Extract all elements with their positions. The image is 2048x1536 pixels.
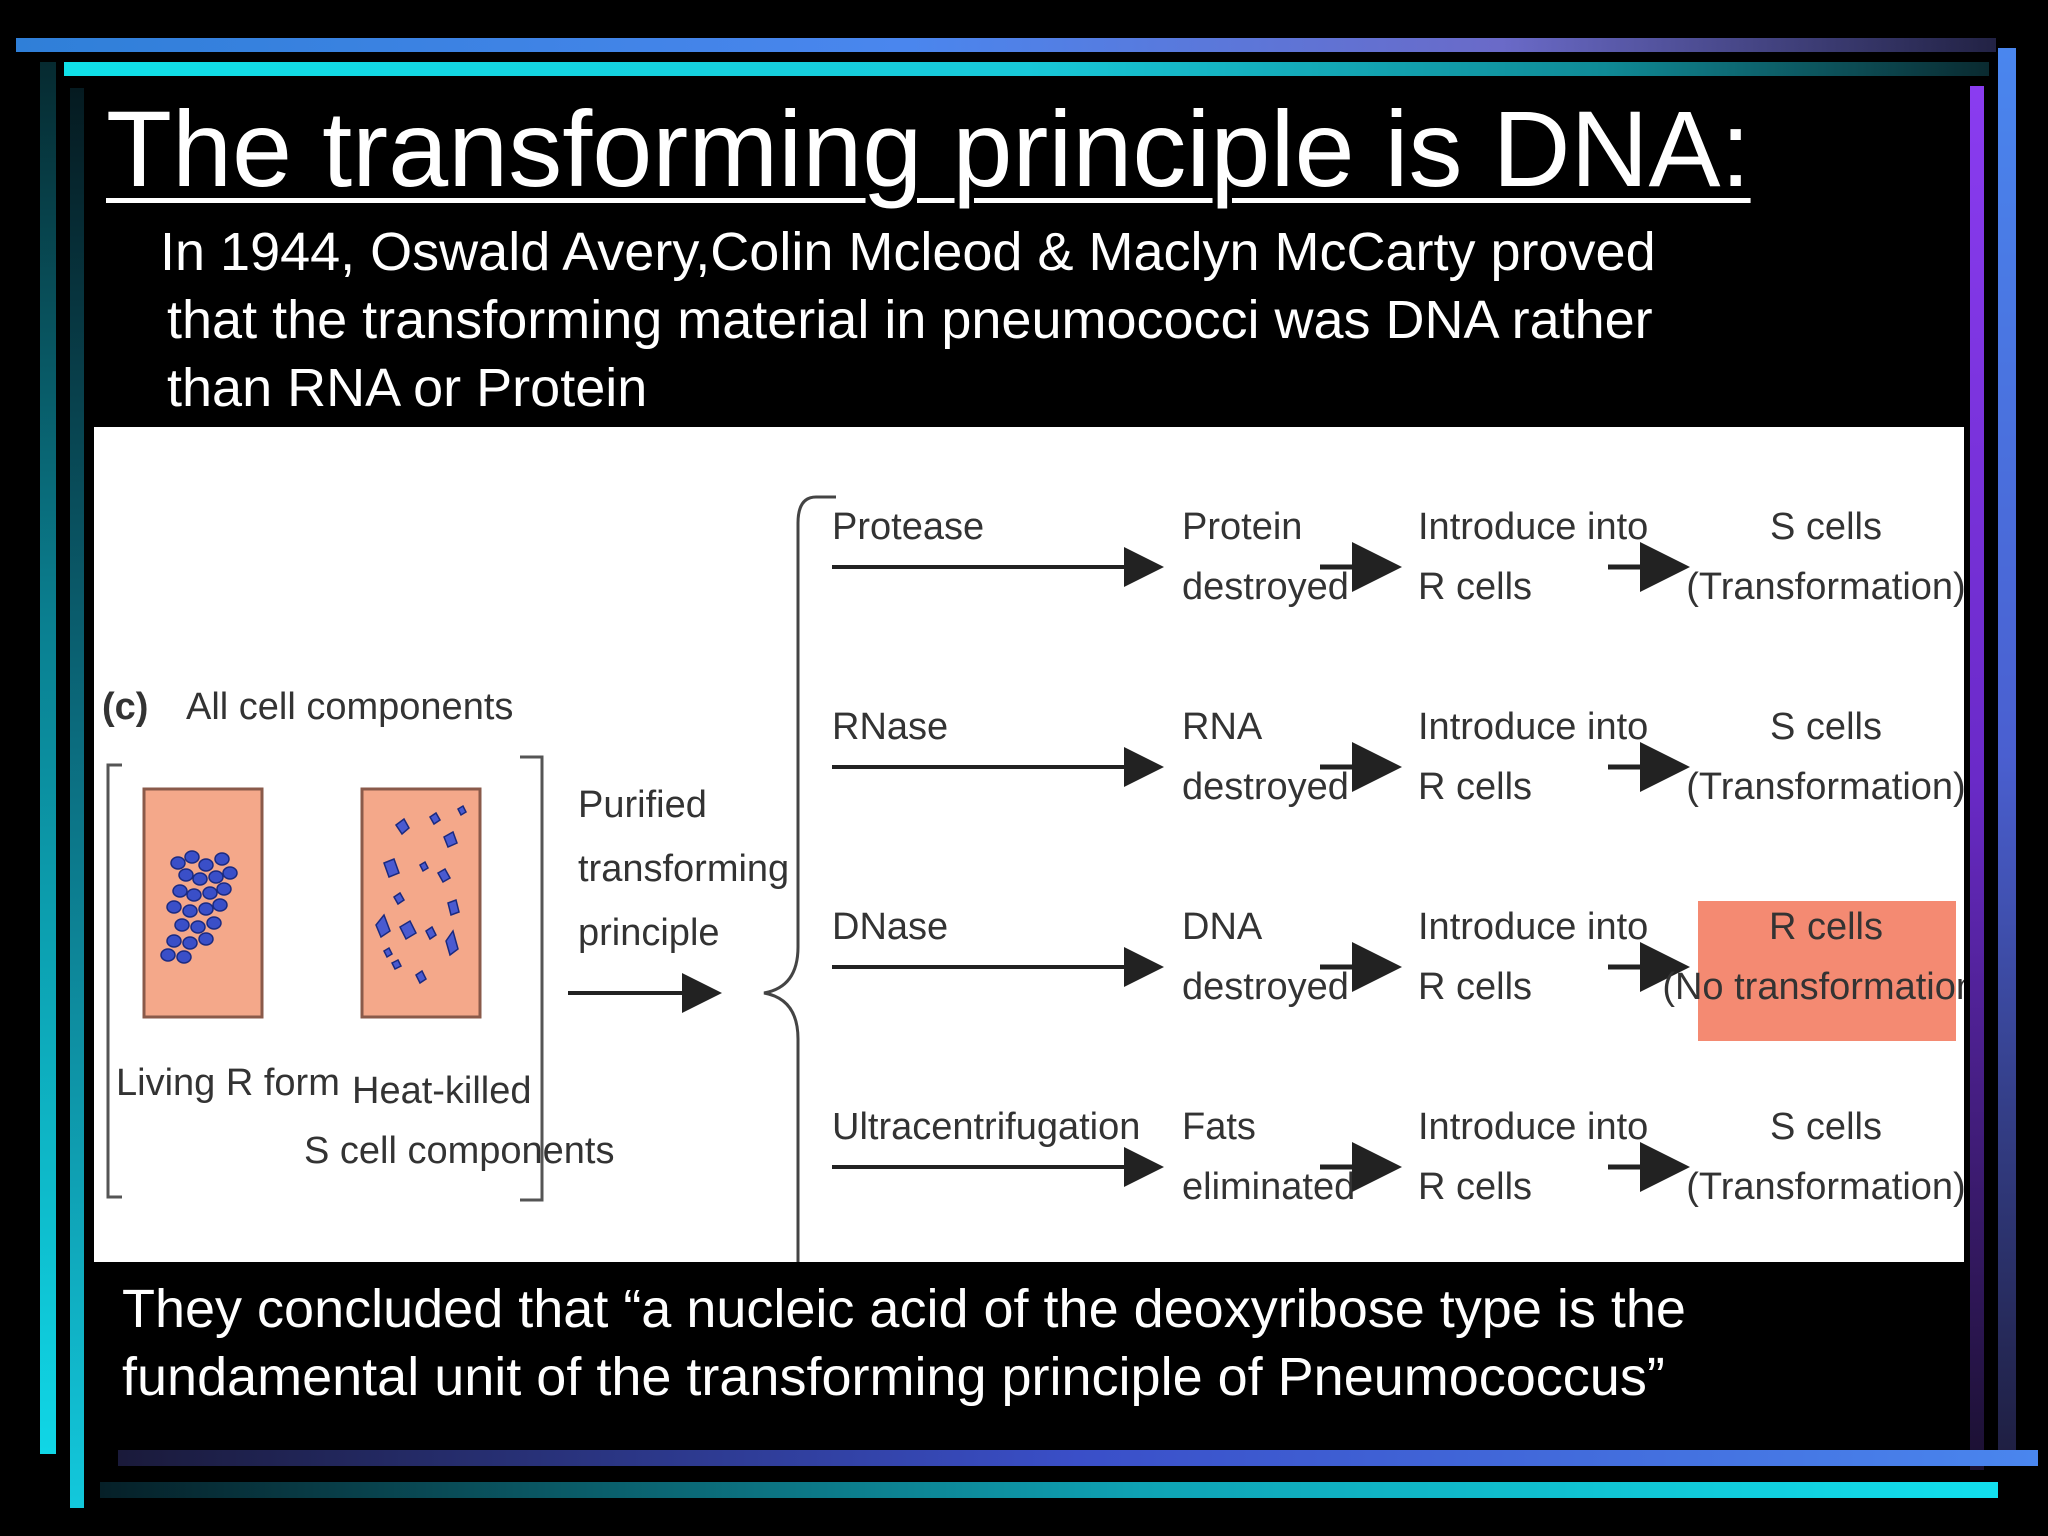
effect-line1: Protein [1182, 506, 1302, 548]
effect-line2: destroyed [1182, 566, 1349, 608]
treatment-label: Protease [832, 506, 984, 548]
frame-bar-top-inner [64, 62, 1989, 76]
treatment-label: Ultracentrifugation [832, 1106, 1140, 1148]
row-rnase: RNase RNA destroyed Introduce into R cel… [832, 706, 1964, 808]
result-line2: (Transformation) [1686, 766, 1964, 808]
purified-label-line: transforming [578, 848, 789, 890]
curly-brace [763, 495, 836, 1262]
row-dnase: DNase DNA destroyed Introduce into R cel… [832, 901, 1964, 1041]
s-cell-components-label: S cell components [304, 1130, 615, 1172]
step-line2: R cells [1418, 566, 1532, 608]
effect-line2: destroyed [1182, 766, 1349, 808]
effect-line1: RNA [1182, 706, 1263, 748]
effect-line2: eliminated [1182, 1166, 1355, 1208]
effect-line1: DNA [1182, 906, 1263, 948]
panel-label: (c) [102, 686, 148, 728]
treatment-label: RNase [832, 706, 948, 748]
result-line1: S cells [1770, 706, 1882, 748]
result-line2: (No transformation) [1662, 966, 1964, 1008]
experiment-diagram: (c) All cell components [94, 427, 1964, 1262]
intro-paragraph: In 1944, Oswald Avery,Colin Mcleod & Mac… [160, 218, 1800, 422]
row-protease: Protease Protein destroyed Introduce int… [832, 506, 1964, 608]
result-line1: S cells [1770, 1106, 1882, 1148]
right-bracket [520, 755, 544, 1202]
treatment-label: DNase [832, 906, 948, 948]
effect-line2: destroyed [1182, 966, 1349, 1008]
intro-line: than RNA or Protein [167, 358, 648, 418]
row-ultracentrifugation: Ultracentrifugation Fats eliminated Intr… [832, 1106, 1964, 1208]
step-line1: Introduce into [1418, 706, 1648, 748]
step-line2: R cells [1418, 766, 1532, 808]
step-line2: R cells [1418, 1166, 1532, 1208]
frame-bar-right-outer [1998, 48, 2016, 1462]
heat-killed-label: Heat-killed [352, 1070, 532, 1112]
step-line2: R cells [1418, 966, 1532, 1008]
frame-bar-bottom-inner [100, 1482, 1998, 1498]
result-line1: R cells [1769, 906, 1883, 948]
living-r-form-label: Living R form [116, 1062, 340, 1104]
step-line1: Introduce into [1418, 906, 1648, 948]
purified-label-line: Purified [578, 784, 707, 826]
intro-line: that the transforming material in pneumo… [167, 290, 1653, 350]
purified-label-line: principle [578, 912, 720, 954]
r-cell-cluster [160, 850, 238, 964]
frame-bar-right-inner [1970, 86, 1984, 1470]
result-line2: (Transformation) [1686, 566, 1964, 608]
result-line1: S cells [1770, 506, 1882, 548]
conclusion-line: fundamental unit of the transforming pri… [122, 1347, 1665, 1407]
frame-bar-left-inner [70, 88, 84, 1508]
step-line1: Introduce into [1418, 506, 1648, 548]
frame-bar-left-outer [40, 62, 56, 1454]
components-label: All cell components [186, 686, 513, 728]
conclusion-paragraph: They concluded that “a nucleic acid of t… [122, 1275, 1922, 1411]
experiment-diagram-svg: (c) All cell components [102, 495, 1964, 1262]
s-cell-fragments [375, 804, 467, 985]
result-line2: (Transformation) [1686, 1166, 1964, 1208]
effect-line1: Fats [1182, 1106, 1256, 1148]
no-transformation-highlight [1698, 901, 1956, 1041]
left-bracket [106, 763, 122, 1199]
frame-bar-top-outer [16, 38, 1996, 52]
conclusion-line: They concluded that “a nucleic acid of t… [122, 1279, 1686, 1339]
slide-title: The transforming principle is DNA: [106, 88, 1751, 209]
intro-line: In 1944, Oswald Avery,Colin Mcleod & Mac… [160, 222, 1656, 282]
step-line1: Introduce into [1418, 1106, 1648, 1148]
frame-bar-bottom-outer [118, 1450, 2038, 1466]
